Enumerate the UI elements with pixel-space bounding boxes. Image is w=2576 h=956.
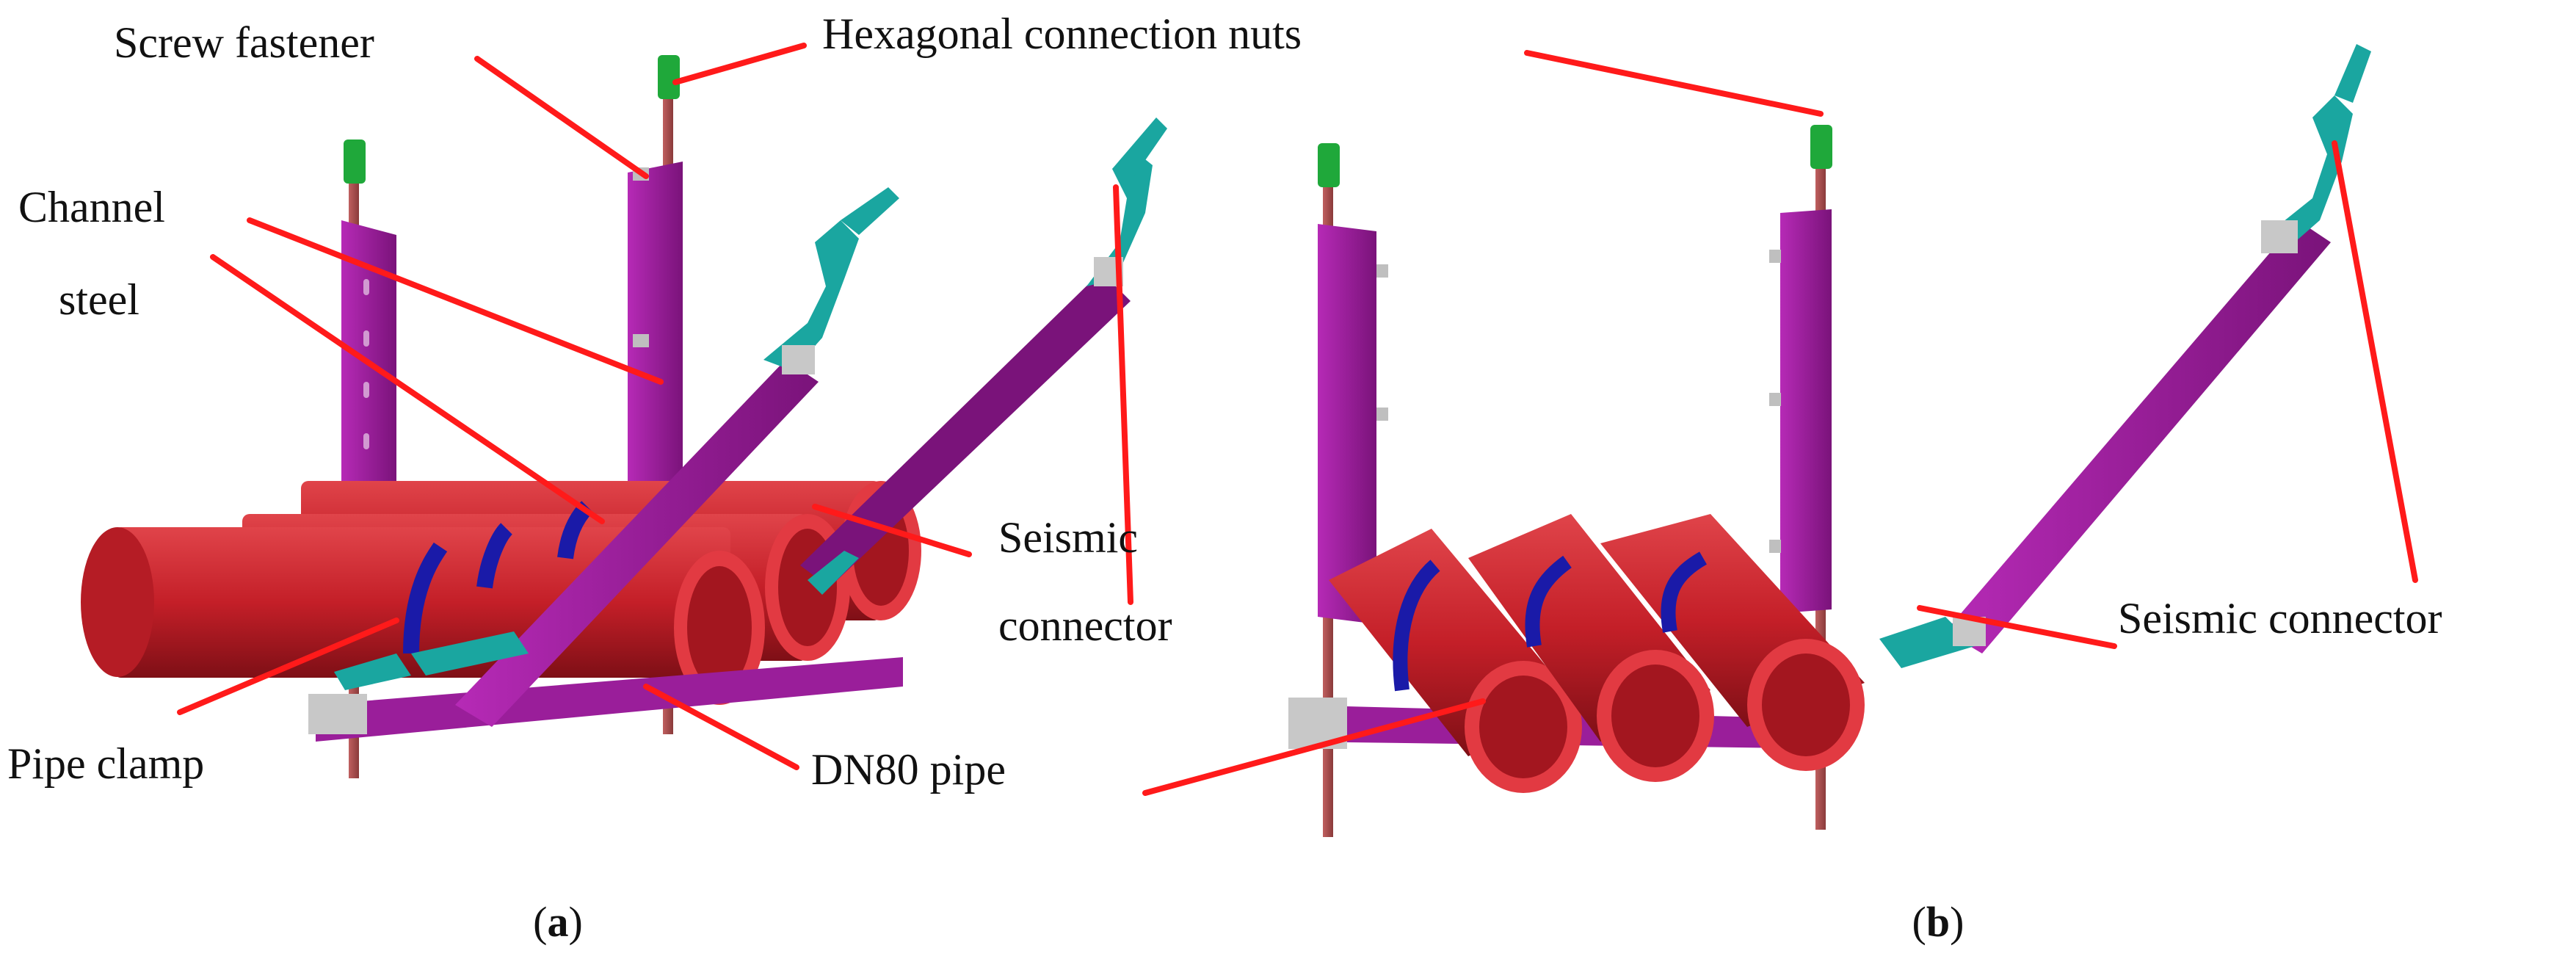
leader-channel-steel-2 <box>210 254 605 524</box>
label-screw-fastener: Screw fastener <box>114 18 374 67</box>
channel-steel <box>1780 209 1832 613</box>
caption-a: (a) <box>533 898 583 946</box>
labels: Screw fastener Hexagonal connection nuts… <box>7 10 2442 794</box>
leader-seismic-a-2 <box>1113 184 1133 605</box>
label-pipe-clamp: Pipe clamp <box>7 739 204 788</box>
bracket-fitting <box>782 345 815 374</box>
label-channel-steel-line2: steel <box>59 275 139 324</box>
hex-nut-icon <box>1810 125 1832 169</box>
hex-nut-icon <box>1318 143 1340 187</box>
label-dn80-pipe: DN80 pipe <box>811 745 1006 794</box>
hex-nut-icon <box>344 140 366 184</box>
caption-b: (b) <box>1912 898 1964 946</box>
screw-fastener-icon <box>1376 264 1388 278</box>
channel-steel <box>628 162 683 540</box>
pipe-clamp-icon <box>1393 551 1708 692</box>
leader-hex-nuts-a <box>672 43 807 85</box>
channel-steel <box>316 657 903 742</box>
channel-steel <box>800 272 1131 587</box>
bracket-fitting <box>2261 220 2298 253</box>
screw-fastener-icon <box>1769 250 1781 263</box>
bracket-fitting <box>308 694 367 734</box>
leader-lines <box>177 43 2418 796</box>
leader-hex-nuts-b <box>1524 50 1824 117</box>
label-seismic-b: Seismic connector <box>2118 594 2442 642</box>
channel-steel <box>455 360 819 727</box>
leader-screw-fastener <box>474 56 649 179</box>
leader-pipe-clamp <box>177 618 399 715</box>
leader-dn80-a <box>643 684 799 770</box>
leader-seismic-b-1 <box>1917 605 2117 649</box>
seismic-connector-icon <box>334 117 1167 690</box>
channel-steel <box>1318 224 1376 624</box>
leader-dn80-b <box>1142 698 1486 796</box>
label-hex-nuts: Hexagonal connection nuts <box>822 10 1302 58</box>
leader-seismic-a-1 <box>812 504 972 557</box>
channel-steel <box>1945 220 2331 653</box>
screw-fastener-icon <box>1769 393 1781 406</box>
leader-seismic-b-2 <box>2332 140 2418 583</box>
captions: (a) (b) <box>533 898 1964 946</box>
screw-fastener-icon <box>1376 408 1388 421</box>
leader-channel-steel-1 <box>247 217 664 385</box>
panel-a <box>81 55 1167 778</box>
screw-fastener-icon <box>633 334 649 347</box>
hex-nut-icon <box>658 55 680 99</box>
label-seismic-a-line1: Seismic <box>998 513 1138 562</box>
label-seismic-a-line2: connector <box>998 601 1172 650</box>
panel-b <box>1288 44 2371 837</box>
dn80-pipes <box>1329 514 1865 793</box>
label-channel-steel-line1: Channel <box>18 183 165 231</box>
screw-fastener-icon <box>1769 540 1781 553</box>
seismic-connector-icon <box>1879 44 2371 668</box>
